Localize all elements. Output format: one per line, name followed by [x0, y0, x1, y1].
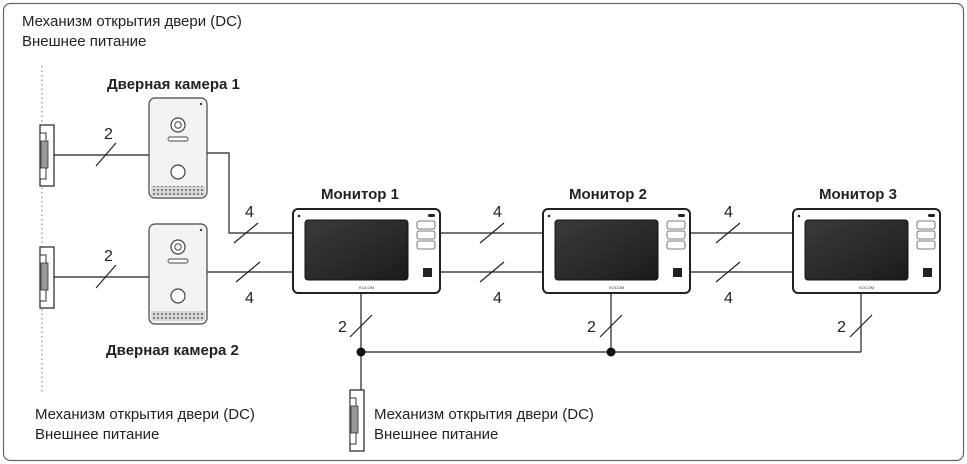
door-lock-2 [39, 246, 55, 309]
monitor-2-label: Монитор 2 [569, 186, 647, 203]
junction-dot-2 [606, 347, 616, 357]
wire-tick-lock1 [95, 142, 117, 167]
wire-count-lock2: 2 [104, 248, 113, 265]
wire-count-mon2-bus: 2 [587, 319, 596, 336]
wire-count-mon1-bus: 2 [338, 319, 347, 336]
wire-tick-cam1 [233, 222, 259, 244]
monitor-3-brand: KOCOM [859, 285, 874, 290]
door-lock-1 [39, 124, 55, 187]
wire-count-mon2-mon3-bottom: 4 [724, 290, 733, 307]
monitor-1: KOCOM [292, 208, 441, 294]
door-camera-1 [148, 97, 208, 199]
door-lock-3 [349, 389, 365, 452]
wire-tick-mon2-drop [599, 314, 623, 338]
wire-count-cam1-mon1: 4 [245, 204, 254, 221]
wire-count-cam2-mon1: 4 [245, 290, 254, 307]
wire-tick-mon2-mon3-top [715, 222, 741, 244]
wire-tick-cam2 [235, 261, 261, 283]
wire-count-lock1: 2 [104, 126, 113, 143]
wire-count-mon2-mon3-top: 4 [724, 204, 733, 221]
monitor-3: KOCOM [792, 208, 941, 294]
lock-bottom-center-label-line2: Внешнее питание [374, 426, 498, 443]
wire-tick-mon1-drop [349, 314, 373, 338]
wire-tick-mon3-drop [849, 314, 873, 338]
lock-top-label-line2: Внешнее питание [22, 33, 146, 50]
lock-bottom-left-label-line1: Механизм открытия двери (DC) [35, 406, 255, 423]
door-camera-2 [148, 223, 208, 325]
monitor-2: KOCOM [542, 208, 691, 294]
lock-bottom-center-label-line1: Механизм открытия двери (DC) [374, 406, 594, 423]
camera-1-label: Дверная камера 1 [107, 76, 240, 93]
junction-dot-1 [356, 347, 366, 357]
monitor-3-label: Монитор 3 [819, 186, 897, 203]
lock-top-label-line1: Механизм открытия двери (DC) [22, 13, 242, 30]
monitor-1-label: Монитор 1 [321, 186, 399, 203]
monitor-1-brand: KOCOM [359, 285, 374, 290]
wire-tick-lock2 [95, 264, 117, 289]
wire-count-mon1-mon2-top: 4 [493, 204, 502, 221]
wire-count-mon1-mon2-bottom: 4 [493, 290, 502, 307]
wire-count-mon3-bus: 2 [837, 319, 846, 336]
wire-camera1-monitor1 [207, 152, 293, 234]
wire-tick-mon2-mon3-bottom [715, 261, 741, 283]
camera-2-label: Дверная камера 2 [106, 342, 239, 359]
wire-tick-mon1-mon2-top [479, 222, 505, 244]
monitor-2-brand: KOCOM [609, 285, 624, 290]
wire-tick-mon1-mon2-bottom [479, 261, 505, 283]
lock-bottom-left-label-line2: Внешнее питание [35, 426, 159, 443]
